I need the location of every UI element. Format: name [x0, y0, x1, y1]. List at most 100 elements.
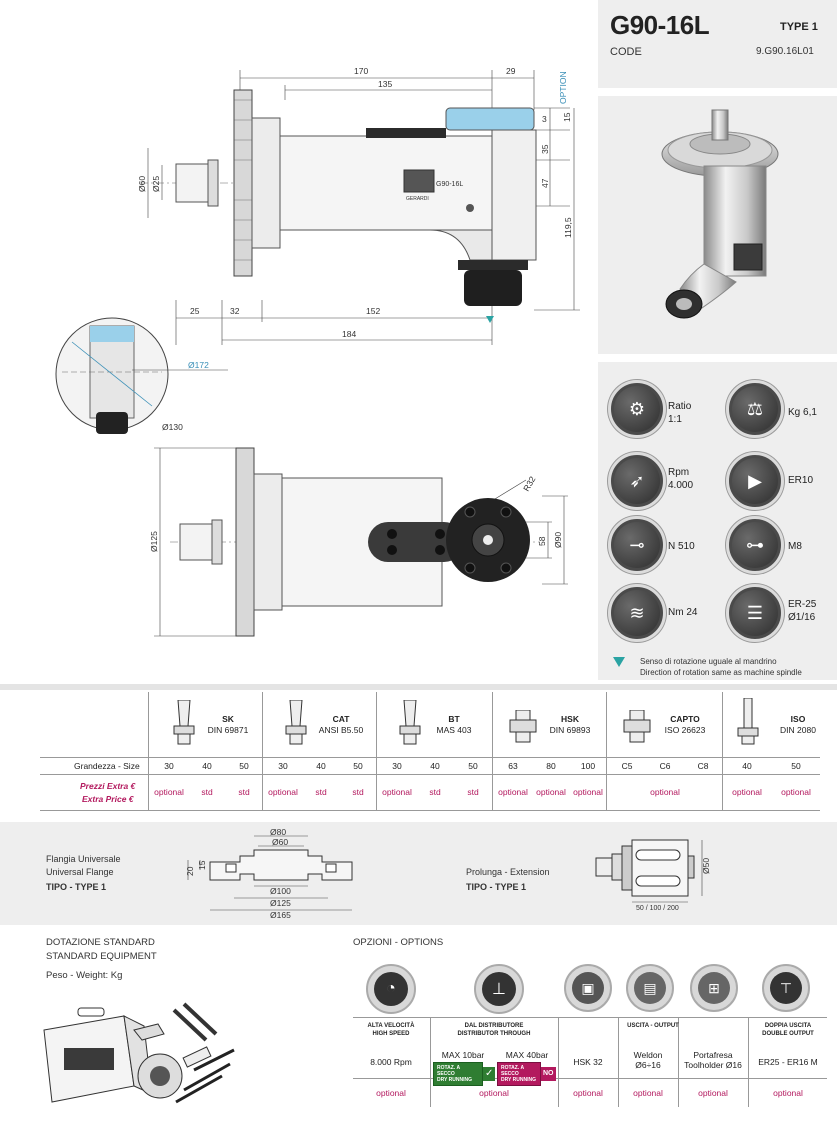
dimension-d90: Ø90: [553, 532, 563, 548]
dimension-25: 25: [190, 306, 200, 316]
dimension-3: 3: [542, 114, 547, 124]
option-distributor-value-b: MAX 40bar: [505, 1050, 549, 1060]
spec-collet-set: ☰: [726, 584, 784, 642]
col-capto-std: ISO 26623: [664, 725, 706, 735]
capto-holder-icon: [623, 710, 651, 743]
option-distributor-price: optional: [479, 1088, 509, 1098]
cfg-sep: [606, 692, 607, 810]
front-view-drawing: Ø125 R32 58 Ø90: [149, 447, 568, 637]
price-label-it: Prezzi Extra €: [80, 781, 136, 791]
dry-running-badge-yes: ROTAZ. A SECCO DRY RUNNING ✓: [433, 1062, 496, 1086]
size-cat-30: 30: [278, 761, 288, 771]
spec-screw: ⊶: [726, 516, 784, 574]
cfg-row-line: [40, 810, 820, 811]
option-toolholder-icon: ⊞: [690, 964, 738, 1012]
dimension-d60: Ø60: [137, 176, 147, 192]
option-high-speed-head: ALTA VELOCITÀ HIGH SPEED: [367, 1023, 415, 1037]
hsk-output-icon: ▣: [572, 972, 604, 1004]
torque-icon: ≋: [614, 590, 660, 636]
options-sep: [430, 1017, 431, 1107]
col-sk-name: SK: [222, 714, 234, 724]
price-bt-50: std: [467, 787, 479, 797]
code-label: CODE: [610, 46, 642, 58]
dimension-d125: Ø125: [149, 531, 159, 552]
flange-label-it: Flangia Universale: [46, 854, 121, 864]
accessories-band: [0, 822, 837, 925]
flange-dim-20: 20: [185, 866, 195, 876]
hsk-holder-icon: [509, 710, 537, 743]
product-photo: [661, 109, 779, 319]
price-iso-40: optional: [732, 787, 762, 797]
speedometer-icon: ◔: [374, 972, 408, 1006]
size-capto-c6: C6: [659, 761, 671, 771]
extension-label: Prolunga - Extension: [466, 867, 550, 877]
option-distributor-head: DAL DISTRIBUTORE DISTRIBUTOR THROUGH: [457, 1023, 531, 1037]
config-band: [0, 684, 837, 690]
code-value: 9.G90.16L01: [756, 46, 814, 57]
option-distributor-value-a: MAX 10bar: [441, 1050, 485, 1060]
size-sk-50: 50: [239, 761, 249, 771]
extension-type: TIPO - TYPE 1: [466, 882, 527, 892]
col-hsk-name: HSK: [561, 714, 579, 724]
dimension-35: 35: [540, 144, 550, 154]
spec-screw-value: M8: [788, 541, 802, 552]
no-mark: NO: [541, 1067, 556, 1081]
rotation-triangle-icon: [613, 657, 625, 667]
size-iso-50: 50: [791, 761, 801, 771]
size-cat-50: 50: [353, 761, 363, 771]
cfg-sep: [492, 692, 493, 810]
dimension-r32: R32: [521, 474, 538, 493]
screw-icon: ⊶: [732, 522, 778, 568]
standard-title-en: STANDARD EQUIPMENT: [46, 951, 157, 962]
cat-holder-icon: [285, 700, 307, 745]
cfg-sep: [376, 692, 377, 810]
gears-icon: ⚙: [614, 386, 660, 432]
dimension-d130: Ø130: [162, 422, 183, 432]
collet-set-icon: ☰: [732, 590, 778, 636]
flange-label-en: Universal Flange: [46, 867, 114, 877]
cfg-row-line: [40, 757, 820, 758]
flange-dim-d125: Ø125: [270, 898, 291, 908]
options-sep: [618, 1017, 619, 1107]
option-high-speed-icon: ◔: [366, 964, 416, 1014]
dimension-58: 58: [537, 536, 547, 546]
col-capto-name: CAPTO: [670, 714, 700, 724]
options-sep: [678, 1017, 679, 1107]
size-iso-40: 40: [742, 761, 752, 771]
distributor-icon: ⊥: [482, 972, 516, 1006]
price-capto: optional: [650, 787, 680, 797]
option-output-head: USCITA - OUTPUT: [627, 1023, 679, 1029]
size-bt-50: 50: [468, 761, 478, 771]
extension-dim-length: 50 / 100 / 200: [636, 905, 679, 912]
option-hsk-icon: ▣: [564, 964, 612, 1012]
size-hsk-100: 100: [580, 761, 596, 771]
dimension-184: 184: [342, 329, 356, 339]
option-high-speed-price: optional: [376, 1088, 406, 1098]
options-sep: [748, 1017, 749, 1107]
size-hsk-80: 80: [546, 761, 556, 771]
col-iso-name: ISO: [790, 714, 806, 724]
price-bt-40: std: [429, 787, 441, 797]
drill-icon: ⊸: [614, 522, 660, 568]
equipment-illustration: [43, 1002, 235, 1104]
dimension-d172: Ø172: [188, 360, 209, 370]
flange-dim-d100: Ø100: [270, 886, 291, 896]
dimension-135: 135: [378, 79, 392, 89]
spec-torque: ≋: [608, 584, 666, 642]
model-title: G90-16L: [610, 10, 710, 40]
option-dimension-label: OPTION: [558, 71, 568, 104]
price-sk-30: optional: [154, 787, 184, 797]
spec-collet-value: ER10: [788, 475, 814, 486]
rotation-note-it: Senso di rotazione uguale al mandrino: [640, 657, 777, 666]
size-hsk-63: 63: [508, 761, 518, 771]
size-bt-30: 30: [392, 761, 402, 771]
collet-icon: ▶: [732, 458, 778, 504]
dimension-d25: Ø25: [151, 176, 161, 192]
dimension-119-5: 119,5: [563, 217, 573, 238]
type-label: TYPE 1: [780, 21, 818, 33]
extension-dim-d50: Ø50: [701, 858, 711, 874]
double-output-icon: ⊤: [770, 972, 802, 1004]
